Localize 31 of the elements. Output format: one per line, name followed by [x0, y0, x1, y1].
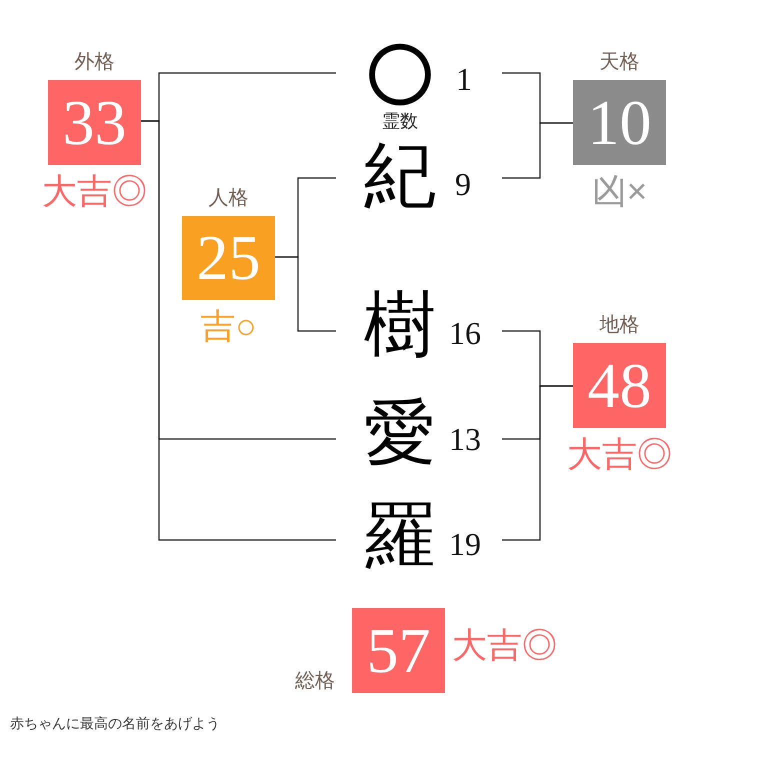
stroke-count: 1	[456, 63, 472, 95]
score-box: 10	[573, 80, 666, 165]
fortune-label: 大吉◎	[42, 174, 147, 209]
score-box: 33	[48, 80, 141, 165]
bracket-line	[502, 385, 573, 541]
stroke-count: 13	[449, 423, 481, 455]
score-box: 25	[182, 216, 275, 300]
category-label: 地格	[600, 313, 640, 335]
bracket-line	[275, 256, 336, 332]
bracket-line	[141, 120, 336, 541]
name-character: 紀	[364, 140, 436, 212]
stroke-count: 16	[449, 317, 481, 349]
bracket-line	[502, 122, 573, 179]
name-character: 羅	[364, 500, 436, 572]
tagline-text: 赤ちゃんに最高の名前をあげよう	[10, 716, 220, 732]
fortune-label: 吉○	[200, 309, 257, 344]
category-label: 外格	[74, 50, 114, 72]
name-character: 愛	[364, 397, 436, 469]
category-label: 総格	[295, 669, 335, 691]
fortune-label: 凶×	[592, 174, 648, 209]
caption-text: 霊数	[382, 112, 418, 130]
category-label: 天格	[600, 50, 640, 72]
name-character: ○	[358, 32, 442, 108]
fortune-label: 大吉◎	[452, 628, 557, 663]
category-label: 人格	[208, 186, 248, 208]
score-box: 48	[573, 343, 666, 428]
stroke-count: 19	[449, 528, 481, 560]
fortune-label: 大吉◎	[567, 437, 672, 472]
score-box: 57	[352, 608, 445, 693]
name-character: 樹	[364, 289, 436, 361]
stroke-count: 9	[455, 168, 471, 200]
